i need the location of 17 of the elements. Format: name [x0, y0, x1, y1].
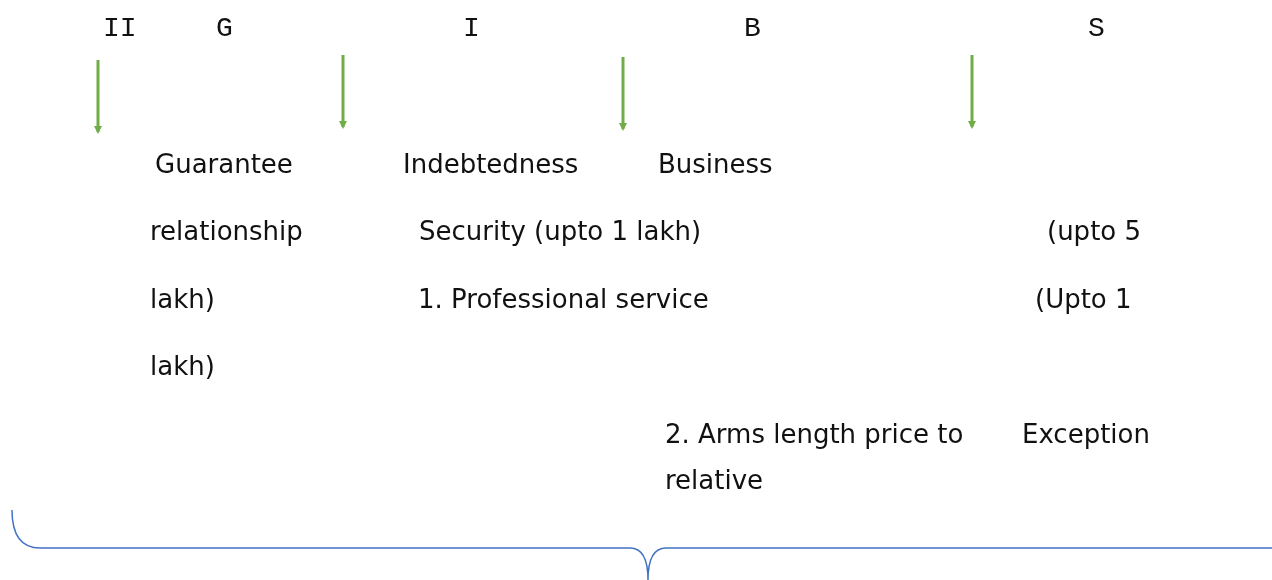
heading-letter: S [1088, 12, 1105, 46]
text-label: Exception [1022, 418, 1150, 451]
text-label: lakh) [150, 283, 215, 316]
text-label: 2. Arms length price to relative [665, 418, 965, 497]
heading-letter: II [103, 12, 137, 46]
text-label: Security (upto 1 lakh) [419, 215, 702, 248]
heading-letter: I [463, 12, 480, 46]
text-label: relationship [150, 215, 303, 248]
text-label: Indebtedness [403, 148, 579, 181]
text-label: 1. Professional service [418, 283, 709, 316]
text-label: (Upto 1 [1035, 283, 1132, 316]
text-label: (upto 5 [1047, 215, 1142, 248]
text-label: lakh) [150, 350, 215, 383]
text-label: Guarantee [155, 148, 293, 181]
text-label: Business [658, 148, 773, 181]
heading-letter: B [744, 12, 761, 46]
heading-letter: G [216, 12, 233, 46]
